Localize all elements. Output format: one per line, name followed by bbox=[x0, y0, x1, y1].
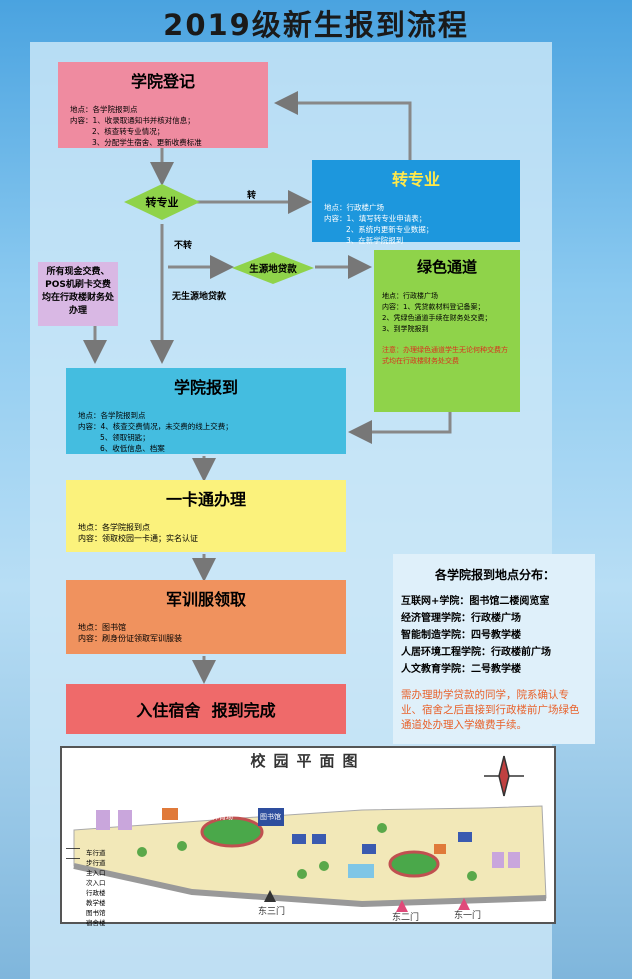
step-title: 学院报到 bbox=[173, 378, 238, 397]
step-line: 地点：各学院报到点 bbox=[78, 411, 146, 420]
legend-item: 教学楼 bbox=[86, 899, 106, 907]
map-label-library: 图书馆 bbox=[260, 813, 281, 821]
campus-map: 校园平面图 车行道 步行道 主入口 次入口 行政楼 教学楼 图书馆 宿舍楼 体育… bbox=[60, 746, 556, 927]
legend-item: 行政楼 bbox=[86, 889, 106, 897]
distribution-item: 智能制造学院：四号教学楼 bbox=[401, 630, 521, 641]
step-line: 2、凭绿色通道手续在财务处交费； bbox=[382, 314, 492, 322]
campus-map-title: 校园平面图 bbox=[250, 752, 366, 770]
step-line: 3、到学院报到 bbox=[382, 325, 429, 333]
step-line: 内容：1、凭贷款材料登记备案； bbox=[382, 303, 485, 311]
step-title: 入住宿舍 报到完成 bbox=[136, 701, 276, 720]
step-dorm-complete: 入住宿舍 报到完成 bbox=[66, 684, 346, 734]
legend-item: 宿舍楼 bbox=[86, 919, 106, 927]
legend-item: 图书馆 bbox=[86, 909, 106, 917]
step-title: 绿色通道 bbox=[416, 258, 477, 276]
step-line: 内容：4、核查交费情况，未交费的线上交费； bbox=[78, 422, 233, 431]
gate-east-2: 东二门 bbox=[392, 913, 420, 923]
gate-east-3: 东三门 bbox=[258, 907, 286, 917]
step-title: 转专业 bbox=[391, 170, 440, 189]
legend-item: 主入口 bbox=[86, 869, 106, 877]
step-college-report: 学院报到 地点：各学院报到点 内容：4、核查交费情况，未交费的线上交费； 5、领… bbox=[66, 368, 346, 454]
decision-student-loan: 生源地贷款 bbox=[232, 252, 314, 284]
distribution-item: 人居环境工程学院：行政楼前广场 bbox=[401, 647, 551, 658]
legend-item: 次入口 bbox=[86, 879, 106, 887]
map-legend: 车行道 步行道 主入口 次入口 行政楼 教学楼 图书馆 宿舍楼 bbox=[68, 848, 106, 928]
distribution-item: 经济管理学院：行政楼广场 bbox=[401, 613, 521, 624]
decision-label: 生源地贷款 bbox=[249, 264, 297, 275]
page-title: 2019级新生报到流程 bbox=[163, 8, 469, 42]
gate-east-1: 东一门 bbox=[454, 911, 482, 921]
step-title: 学院登记 bbox=[130, 72, 195, 91]
step-line: 内容：1、收录取通知书并核对信息； bbox=[70, 116, 195, 125]
step-line: 地点：各学院报到点 bbox=[70, 105, 138, 114]
step-college-registration: 学院登记 地点：各学院报到点 内容：1、收录取通知书并核对信息； 2、核查转专业… bbox=[58, 62, 268, 148]
distribution-title: 各学院报到地点分布： bbox=[434, 568, 555, 582]
label-no-transfer: 不转 bbox=[174, 241, 193, 251]
distribution-item: 互联网+学院：图书馆二楼阅览室 bbox=[401, 596, 550, 607]
step-green-channel: 绿色通道 地点：行政楼广场 内容：1、凭贷款材料登记备案； 2、凭绿色通道手续在… bbox=[374, 250, 520, 412]
step-line: 内容：1、填写转专业申请表； bbox=[324, 214, 427, 223]
step-line: 5、领取钥匙； bbox=[100, 433, 150, 442]
decision-transfer-major: 转专业 bbox=[124, 184, 200, 220]
decision-label: 转专业 bbox=[145, 196, 179, 209]
step-line: 地点：行政楼广场 bbox=[382, 292, 438, 300]
label-no-loan: 无生源地贷款 bbox=[172, 292, 227, 302]
legend-item: 步行道 bbox=[86, 859, 106, 867]
green-channel-note: 注意：办理绿色通道学生无论何种交费方式均在行政楼财务处交费 bbox=[382, 346, 508, 365]
step-line: 3、在新学院报到 bbox=[346, 236, 404, 245]
step-line: 地点：各学院报到点 bbox=[78, 523, 150, 532]
step-line: 2、核查转专业情况； bbox=[92, 127, 165, 136]
cash-payment-note: 所有现金交费、POS机刷卡交费均在行政楼财务处办理 bbox=[38, 262, 118, 326]
step-line: 2、系统内更新专业数据； bbox=[346, 225, 434, 234]
step-line: 地点：行政楼广场 bbox=[324, 203, 384, 212]
step-line: 6、收低信息、档案 bbox=[100, 444, 165, 453]
loan-note: 需办理助学贷款的同学，院系确认专业、宿舍之后直接到行政楼前广场绿色通道处办理入学… bbox=[401, 689, 580, 731]
step-military-uniform: 军训服领取 地点：图书馆 内容：刷身份证领取军训服装 bbox=[66, 580, 346, 654]
campus-map-drawing bbox=[66, 755, 547, 912]
distribution-item: 人文教育学院：二号教学楼 bbox=[401, 664, 521, 675]
step-line: 内容：刷身份证领取军训服装 bbox=[78, 634, 182, 643]
step-title: 军训服领取 bbox=[165, 590, 246, 609]
step-transfer-major: 转专业 地点：行政楼广场 内容：1、填写转专业申请表； 2、系统内更新专业数据；… bbox=[312, 160, 520, 245]
step-line: 内容：领取校园一卡通；实名认证 bbox=[78, 534, 198, 543]
map-label-stadium: 体育场 bbox=[212, 813, 233, 821]
step-title: 一卡通办理 bbox=[165, 490, 246, 509]
step-campus-card: 一卡通办理 地点：各学院报到点 内容：领取校园一卡通；实名认证 bbox=[66, 480, 346, 552]
step-line: 3、分配学生宿舍、更新收费标准 bbox=[92, 138, 202, 147]
label-yes-transfer: 转 bbox=[247, 191, 257, 201]
step-line: 地点：图书馆 bbox=[78, 623, 126, 632]
college-location-distribution: 各学院报到地点分布： 互联网+学院：图书馆二楼阅览室 经济管理学院：行政楼广场 … bbox=[393, 554, 595, 744]
legend-item: 车行道 bbox=[86, 849, 106, 857]
